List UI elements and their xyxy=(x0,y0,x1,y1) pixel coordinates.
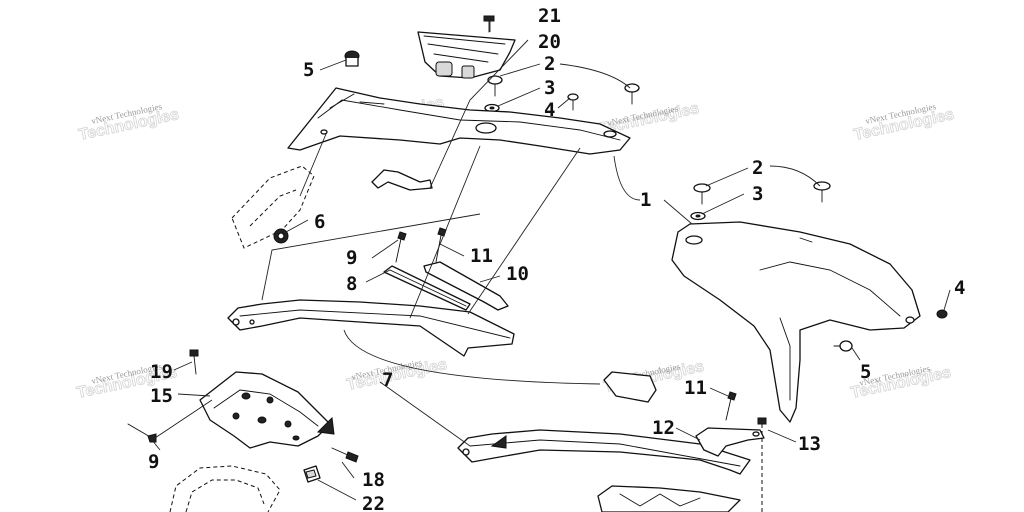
strap-part xyxy=(383,265,471,311)
screw-icon xyxy=(725,391,737,421)
callout-11: 11 xyxy=(684,377,707,399)
mid-bracket-part xyxy=(603,371,657,403)
callout-3: 3 xyxy=(752,183,763,205)
callout-6: 6 xyxy=(314,211,325,233)
bolt-icon xyxy=(189,349,199,375)
bracket-part xyxy=(695,427,765,457)
watermark-lower-center: Technologies vNext Technologies xyxy=(345,356,449,395)
rail-upper-part xyxy=(227,299,515,357)
clip-icon xyxy=(371,169,433,191)
callout-22: 22 xyxy=(362,493,385,512)
callout-20: 20 xyxy=(538,31,561,53)
callout-18: 18 xyxy=(362,469,385,491)
callout-labels: 21 20 5 2 3 4 2 3 1 6 9 11 8 10 4 5 19 1… xyxy=(148,5,965,512)
callout-4: 4 xyxy=(544,99,555,121)
bushing-icon xyxy=(344,50,360,67)
callout-13: 13 xyxy=(798,433,821,455)
callout-2: 2 xyxy=(544,53,555,75)
watermark-right: Technologies vNext Technologies xyxy=(852,101,956,144)
callout-15: 15 xyxy=(150,385,173,407)
callout-12: 12 xyxy=(652,417,675,439)
callout-3: 3 xyxy=(544,77,555,99)
callout-5: 5 xyxy=(860,361,871,383)
right-side-panel-part xyxy=(671,221,921,423)
screw-icon xyxy=(395,231,407,263)
leader-lines xyxy=(151,16,951,501)
callout-9: 9 xyxy=(346,247,357,269)
triangle-marker-icon xyxy=(490,435,507,449)
screw-icon xyxy=(567,93,579,111)
screw-icon xyxy=(936,309,948,319)
bushing-icon xyxy=(833,340,853,352)
callout-4: 4 xyxy=(954,277,965,299)
callout-9: 9 xyxy=(148,451,159,473)
callout-7: 7 xyxy=(382,369,393,391)
triangle-marker-icon xyxy=(316,416,335,435)
screw-icon xyxy=(127,423,157,443)
callout-11: 11 xyxy=(470,245,493,267)
lamp-housing-part xyxy=(417,31,516,79)
callout-19: 19 xyxy=(150,361,173,383)
bolt-icon xyxy=(331,447,359,463)
bushing-icon xyxy=(273,228,289,244)
upper-dash-panel-part xyxy=(287,87,631,155)
screw-icon xyxy=(483,15,495,33)
bolt-icon xyxy=(757,417,767,512)
washer-icon xyxy=(484,103,500,113)
callout-10: 10 xyxy=(506,263,529,285)
callout-2: 2 xyxy=(752,157,763,179)
hidden-panel-outline xyxy=(231,165,315,249)
bolt-icon xyxy=(624,83,640,105)
callout-1: 1 xyxy=(640,189,651,211)
callout-8: 8 xyxy=(346,273,357,295)
callout-21: 21 xyxy=(538,5,561,27)
bolt-icon xyxy=(693,183,711,205)
watermark-left: Technologies vNext Technologies xyxy=(77,101,181,144)
truss-plate-part xyxy=(597,485,741,512)
bracket-part xyxy=(423,261,509,311)
washer-icon xyxy=(690,211,706,221)
lower-frame-outline xyxy=(169,465,281,512)
mount-bracket-part xyxy=(199,371,331,449)
callout-5: 5 xyxy=(303,59,314,81)
bolt-icon xyxy=(813,181,831,203)
clip-icon xyxy=(303,465,321,483)
